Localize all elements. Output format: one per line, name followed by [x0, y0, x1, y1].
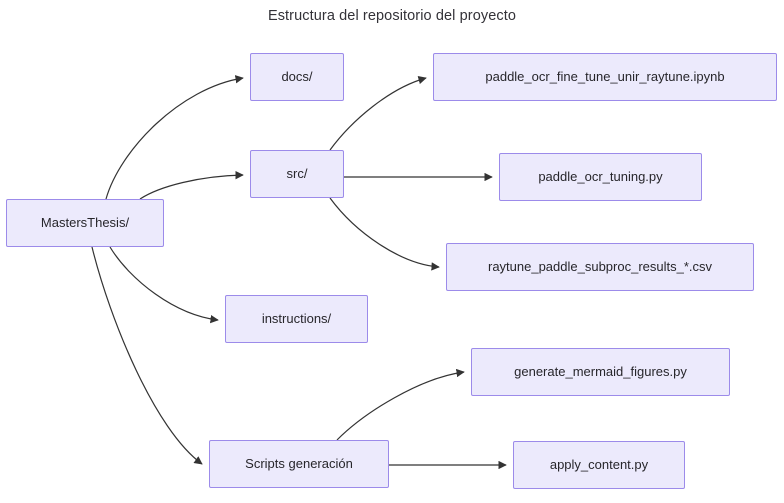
flow-edge	[329, 197, 440, 271]
node-instructions[interactable]: instructions/	[225, 295, 368, 343]
node-label: raytune_paddle_subproc_results_*.csv	[487, 258, 713, 274]
node-label: docs/	[281, 68, 313, 84]
flow-edge	[105, 75, 244, 200]
flow-edge	[336, 368, 465, 441]
node-raytune-csv[interactable]: raytune_paddle_subproc_results_*.csv	[446, 243, 754, 291]
node-apply-content[interactable]: apply_content.py	[513, 441, 685, 489]
node-label: Scripts generación	[245, 455, 353, 471]
flow-edge	[91, 246, 203, 465]
page-title: Estructura del repositorio del proyecto	[267, 8, 517, 24]
flow-edge	[139, 170, 244, 200]
node-generate-mermaid-figures[interactable]: generate_mermaid_figures.py	[471, 348, 730, 396]
flow-edge	[109, 246, 219, 324]
node-notebook-ipynb[interactable]: paddle_ocr_fine_tune_unir_raytune.ipynb	[433, 53, 777, 101]
node-scripts-generacion[interactable]: Scripts generación	[209, 440, 389, 488]
node-label: paddle_ocr_fine_tune_unir_raytune.ipynb	[485, 68, 725, 84]
node-src[interactable]: src/	[250, 150, 344, 198]
node-label: apply_content.py	[549, 456, 649, 472]
node-label: instructions/	[261, 310, 332, 326]
node-label: paddle_ocr_tuning.py	[538, 168, 663, 184]
node-docs[interactable]: docs/	[250, 53, 344, 101]
node-paddle-ocr-tuning[interactable]: paddle_ocr_tuning.py	[499, 153, 702, 201]
node-label: generate_mermaid_figures.py	[514, 363, 687, 379]
node-label: MastersThesis/	[40, 214, 130, 230]
edges-group	[91, 75, 507, 470]
node-label: src/	[286, 165, 308, 181]
node-masters-thesis[interactable]: MastersThesis/	[6, 199, 164, 247]
flow-edge	[329, 75, 427, 151]
